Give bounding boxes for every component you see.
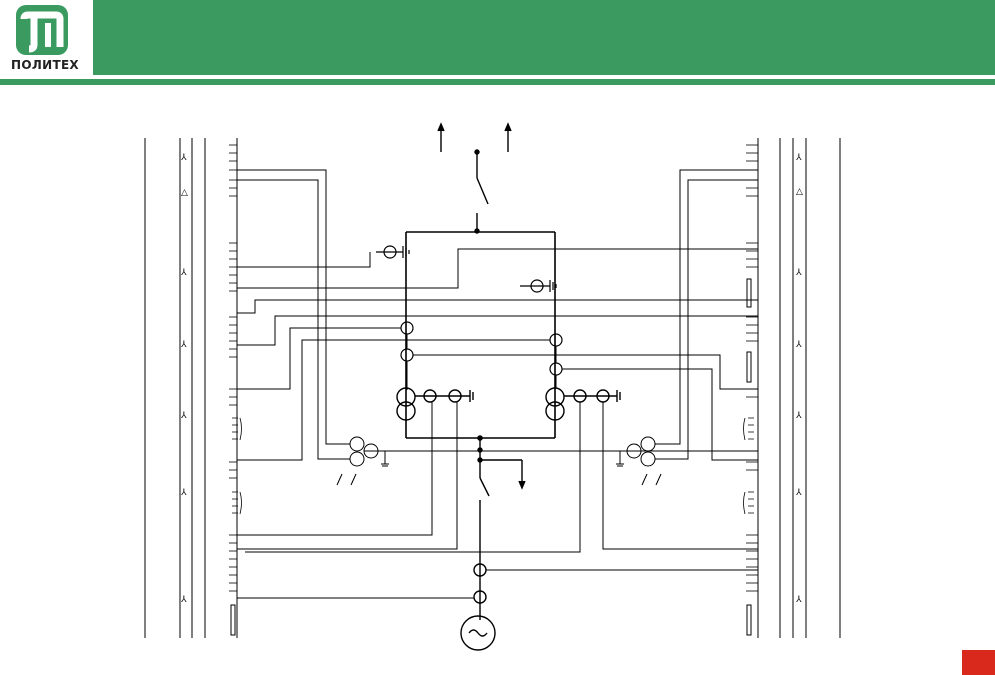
logo: ПОЛИТЕХ: [0, 0, 90, 75]
logo-mark-icon: [16, 5, 68, 55]
right-transformer-icon: [545, 387, 621, 421]
page-marker: [962, 650, 995, 675]
right-wiring: [245, 169, 758, 571]
svg-text:⅄: ⅄: [795, 411, 802, 421]
svg-text:⅄: ⅄: [180, 411, 187, 421]
header-bar: [93, 0, 995, 75]
header-underline: [0, 79, 995, 85]
svg-text:⅄: ⅄: [795, 268, 802, 278]
right-frame: ⅄ △ ⅄ ⅄ ⅄ ⅄ ⅄: [743, 138, 841, 638]
pi-symbol-icon: [20, 11, 64, 53]
top-connection: [437, 122, 512, 234]
svg-text:⅄: ⅄: [180, 340, 187, 350]
logo-text: ПОЛИТЕХ: [11, 58, 79, 72]
generator-branch: [473, 438, 526, 620]
svg-text:⅄: ⅄: [180, 153, 187, 163]
left-transformer-icon: [396, 387, 474, 421]
svg-text:⅄: ⅄: [180, 595, 187, 605]
svg-text:⅄: ⅄: [795, 595, 802, 605]
svg-text:⅄: ⅄: [180, 488, 187, 498]
left-frame: ⅄ △ ⅄ ⅄ ⅄ ⅄ ⅄: [144, 138, 242, 638]
svg-text:⅄: ⅄: [795, 153, 802, 163]
svg-text:⅄: ⅄: [180, 268, 187, 278]
svg-text:△: △: [181, 188, 188, 198]
current-transformer-icon: [376, 245, 563, 376]
svg-text:⅄: ⅄: [795, 488, 802, 498]
svg-text:△: △: [796, 187, 803, 197]
svg-text:⅄: ⅄: [795, 340, 802, 350]
left-wiring: [237, 169, 758, 599]
main-bus: [405, 231, 556, 441]
generator-icon: [460, 615, 496, 651]
right-voltage-transformer-icon: [616, 436, 662, 486]
